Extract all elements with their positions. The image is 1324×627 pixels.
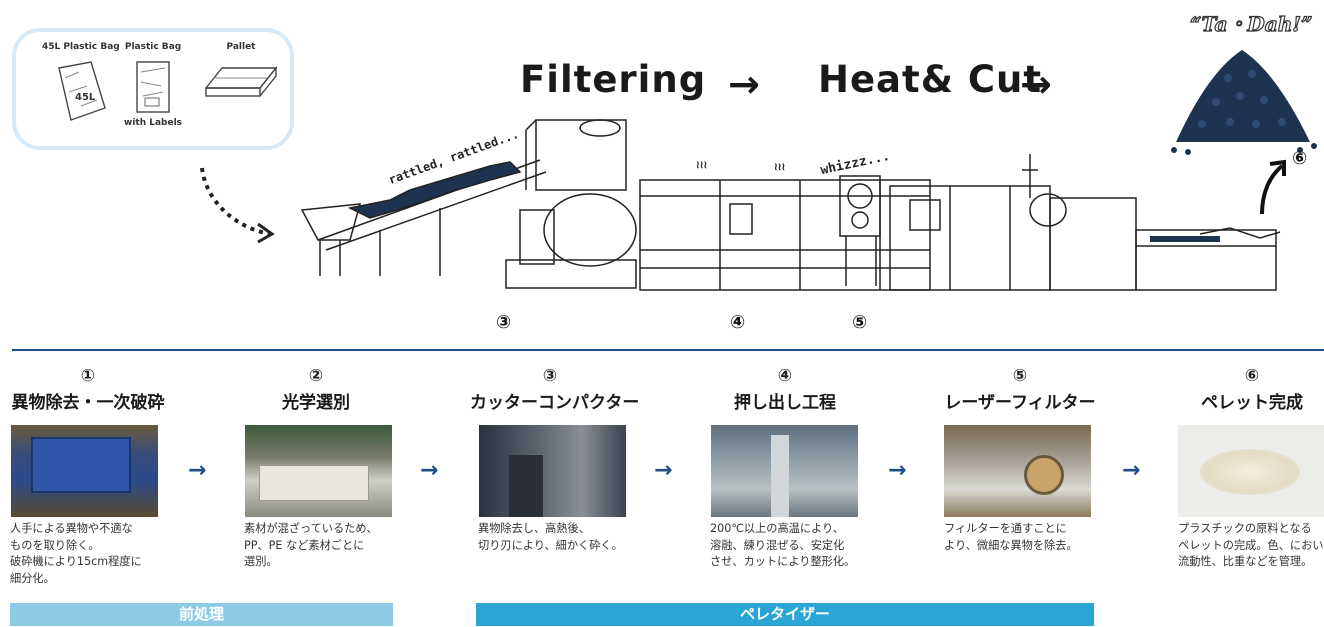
svg-text:45L: 45L (75, 92, 96, 103)
input-45l-bag: 45L Plastic Bag 45L (42, 42, 120, 126)
step-6: ⑥ ペレット完成 (1180, 366, 1324, 413)
phase-preprocessing-bar: 前処理 (10, 603, 393, 626)
step-arrow-icon: → (888, 458, 907, 483)
stage-arrow-icon: → (728, 62, 760, 106)
input-labeled-bag: Plastic Bag with Labels (124, 42, 183, 128)
step-3: ③ カッターコンパクター (470, 366, 640, 413)
plastic-bag-icon: 45L (58, 61, 106, 121)
step-title: 異物除去・一次破砕 (11, 393, 165, 413)
pallet-icon (204, 66, 278, 97)
section-divider (12, 349, 1324, 351)
step-5: ⑤ レーザーフィルター (942, 366, 1098, 413)
pellet-pile-icon (1171, 50, 1317, 155)
input-pallet: Pallet (202, 42, 280, 118)
stage-arrow-icon: → (1020, 62, 1052, 106)
marker-6: ⑥ (1292, 148, 1308, 169)
steam-sfx-label: ≀≀≀ (696, 160, 708, 171)
input-materials-box: 45L Plastic Bag 45L Plastic Bag with Lab… (12, 28, 294, 150)
step-1: ① 異物除去・一次破砕 (8, 366, 168, 413)
tadah-label: “Ta・Dah!” (1189, 11, 1313, 36)
step-number: ⑤ (1012, 366, 1028, 386)
step-description: 異物除去し、高熱後、 切り刃により、細かく砕く。 (478, 522, 623, 552)
dotted-arrow-icon (200, 167, 275, 244)
labeled-bag-icon (136, 61, 170, 113)
step-description: 素材が混ざっているため、 PP、PE など素材ごとに 選別。 (244, 522, 378, 568)
step-title: ペレット完成 (1201, 393, 1303, 413)
step-title: カッターコンパクター (470, 393, 640, 413)
phase-pelletizer-bar: ペレタイザー (476, 603, 1094, 626)
step-title: 押し出し工程 (734, 393, 836, 413)
step-title: 光学選別 (282, 393, 350, 413)
step-arrow-icon: → (188, 458, 207, 483)
step-description: 人手による異物や不適な ものを取り除く。 破砕機により15cm程度に 細分化。 (10, 522, 142, 585)
step-description: プラスチックの原料となる ペレットの完成。色、におい 流動性、比重などを管理。 (1178, 522, 1324, 568)
step-4: ④ 押し出し工程 (710, 366, 860, 413)
stage-heatcut-label: Heat& Cut (818, 58, 1043, 101)
steam-sfx-label: ≀≀≀ (774, 162, 786, 173)
marker-4: ④ (730, 312, 746, 333)
step-description: フィルターを通すことに より、微細な異物を除去。 (944, 522, 1078, 552)
step-arrow-icon: → (654, 458, 673, 483)
up-arrow-icon (1260, 159, 1286, 215)
marker-3: ③ (496, 312, 512, 333)
marker-5: ⑤ (852, 312, 868, 333)
step-number: ③ (542, 366, 558, 386)
step-arrow-icon: → (1122, 458, 1141, 483)
step-number: ① (80, 366, 96, 386)
step-number: ② (308, 366, 324, 386)
stage-filtering-label: Filtering (520, 58, 707, 101)
step-description: 200℃以上の高温により、 溶融、練り混ぜる、安定化 させ、カットにより整形化。 (710, 522, 856, 568)
step-arrow-icon: → (420, 458, 439, 483)
step-number: ⑥ (1244, 366, 1260, 386)
step-title: レーザーフィルター (944, 393, 1096, 413)
recycling-machine-illustration (300, 119, 1281, 291)
step-2: ② 光学選別 (246, 366, 386, 413)
step-number: ④ (777, 366, 793, 386)
